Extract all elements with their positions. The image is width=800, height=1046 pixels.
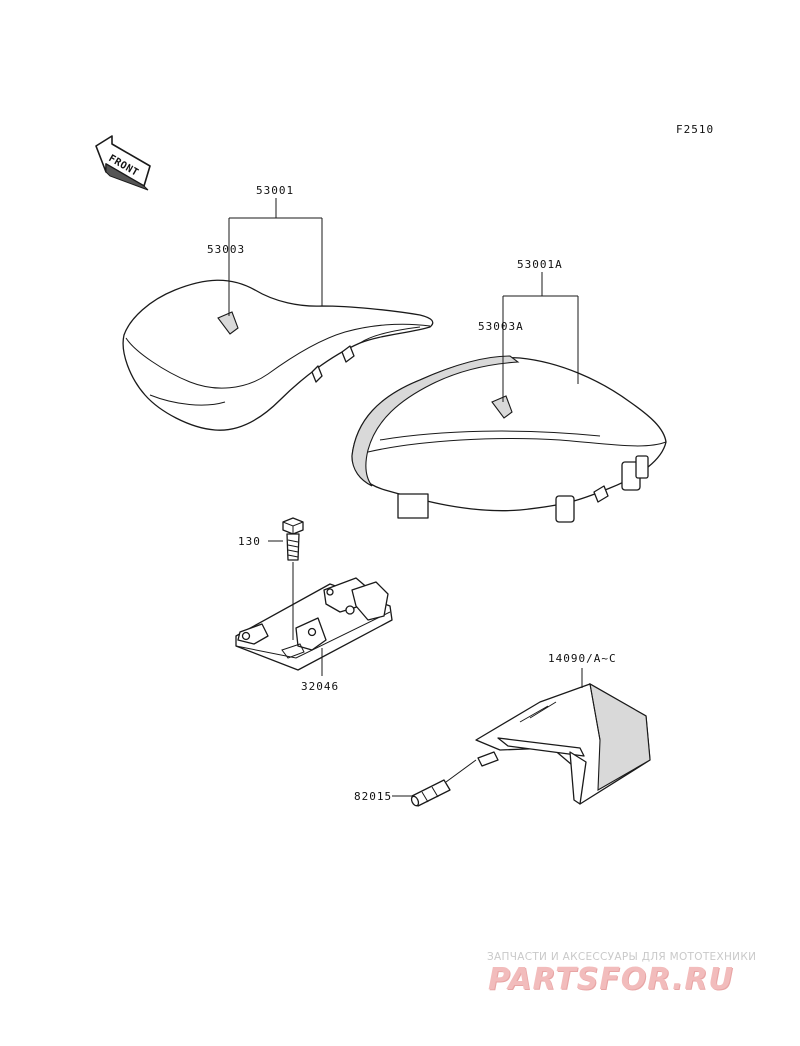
callout-bracket: 32046 <box>301 680 339 693</box>
seat-bracket <box>235 577 393 671</box>
seat-cover <box>475 682 651 805</box>
watermark-logo: PARTSFOR.RU <box>488 962 734 997</box>
callout-pin: 82015 <box>354 790 392 803</box>
callout-front-seat: 53001 <box>256 184 294 197</box>
rear-seat <box>351 355 667 523</box>
front-seat <box>122 279 434 431</box>
callout-cover: 14090/A~C <box>548 652 617 665</box>
watermark-tagline: ЗАПЧАСТИ И АКСЕССУАРЫ ДЛЯ МОТОТЕХНИКИ <box>487 951 757 963</box>
pin <box>410 779 451 807</box>
leader-lines <box>228 198 583 797</box>
callout-rear-seat: 53001A <box>517 258 563 271</box>
callout-bolt: 130 <box>238 535 261 548</box>
front-arrow-icon: FRONT <box>95 135 151 191</box>
bolt <box>282 517 304 561</box>
front-seat-emblem <box>217 311 239 335</box>
diagram-code: F2510 <box>676 123 714 136</box>
callout-front-seat-emblem: 53003 <box>207 243 245 256</box>
callout-rear-seat-emblem: 53003A <box>478 320 524 333</box>
rear-seat-emblem <box>491 395 513 419</box>
